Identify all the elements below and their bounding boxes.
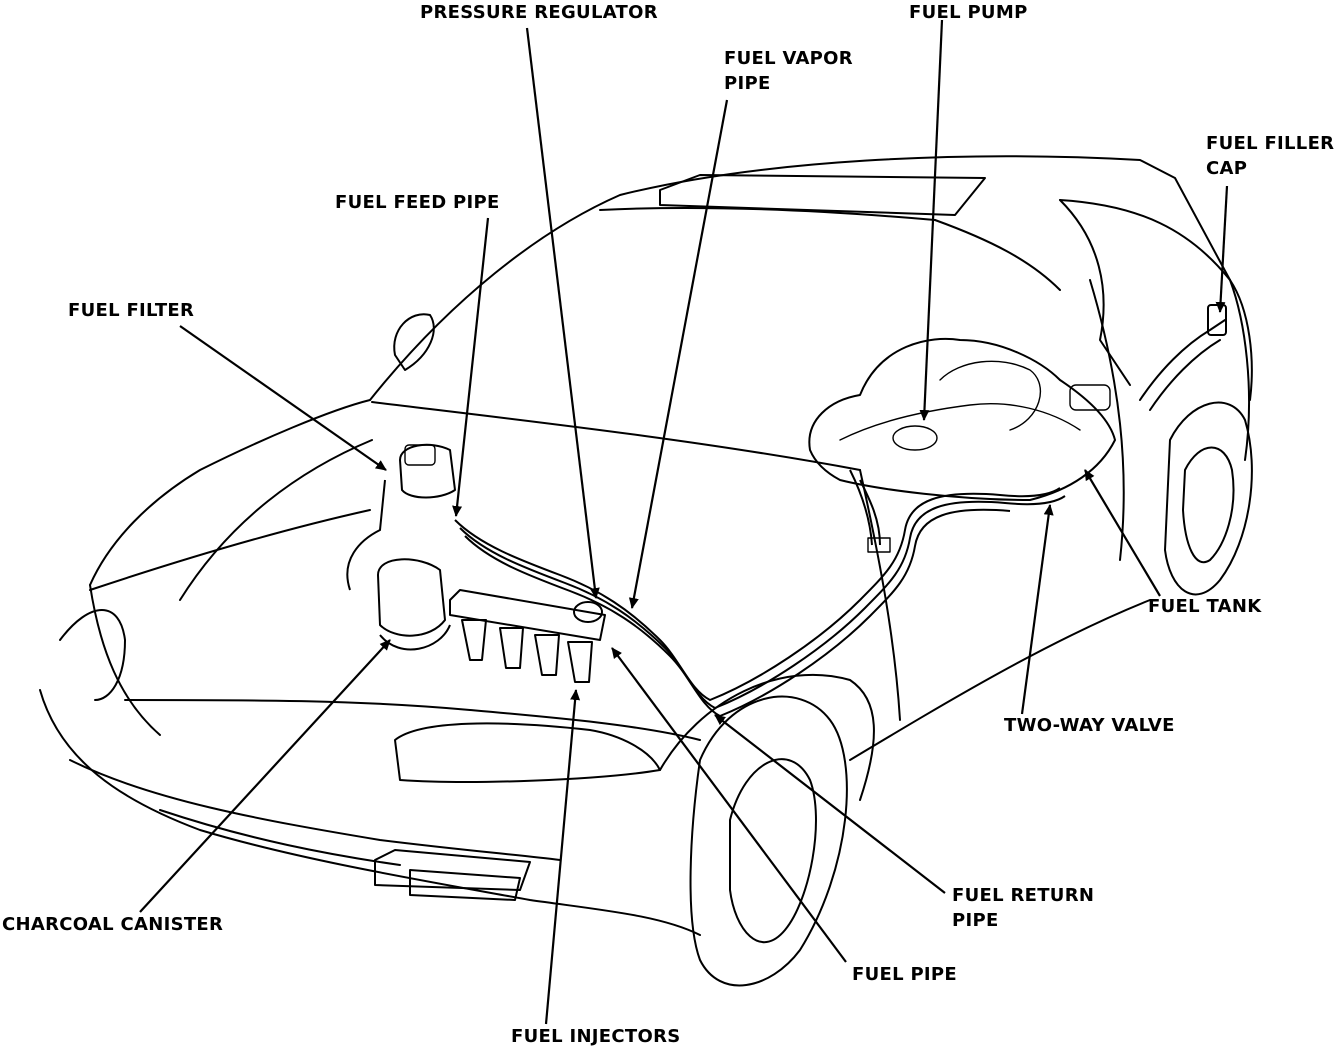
engine-components xyxy=(346,443,606,683)
leader-fuel-feed-pipe xyxy=(452,217,490,517)
leader-fuel-filter xyxy=(179,325,387,471)
label-fuel-feed-pipe: FUEL FEED PIPE xyxy=(335,192,500,213)
label-two-way-valve: TWO-WAY VALVE xyxy=(1004,715,1175,736)
leader-fuel-filler-cap xyxy=(1215,185,1229,313)
label-fuel-pump: FUEL PUMP xyxy=(909,2,1028,23)
leader-fuel-vapor-pipe xyxy=(628,99,729,609)
leader-fuel-pump xyxy=(919,19,944,421)
label-fuel-filler-cap: FUEL FILLER CAP xyxy=(1206,133,1335,179)
label-fuel-vapor-pipe: FUEL VAPOR PIPE xyxy=(724,48,853,94)
label-pressure-regulator: PRESSURE REGULATOR xyxy=(420,2,658,23)
label-charcoal-canister: CHARCOAL CANISTER xyxy=(2,914,224,935)
label-fuel-tank: FUEL TANK xyxy=(1148,596,1262,617)
leader-fuel-pipe xyxy=(611,647,847,963)
leader-lines xyxy=(139,19,1229,1025)
label-fuel-return-pipe: FUEL RETURN PIPE xyxy=(952,885,1095,931)
fuel-pipes xyxy=(454,469,1066,718)
car-body xyxy=(39,155,1253,987)
label-fuel-filter: FUEL FILTER xyxy=(68,300,195,321)
leader-pressure-regulator xyxy=(525,27,600,599)
label-fuel-injectors: FUEL INJECTORS xyxy=(511,1026,681,1047)
leader-fuel-tank xyxy=(1084,469,1161,597)
leader-fuel-return-pipe xyxy=(714,714,946,894)
fuel-tank xyxy=(808,337,1116,501)
leader-two-way-valve xyxy=(1020,504,1054,715)
leader-charcoal-canister xyxy=(139,639,391,913)
leader-fuel-injectors xyxy=(544,689,581,1025)
label-fuel-pipe: FUEL PIPE xyxy=(852,964,958,985)
